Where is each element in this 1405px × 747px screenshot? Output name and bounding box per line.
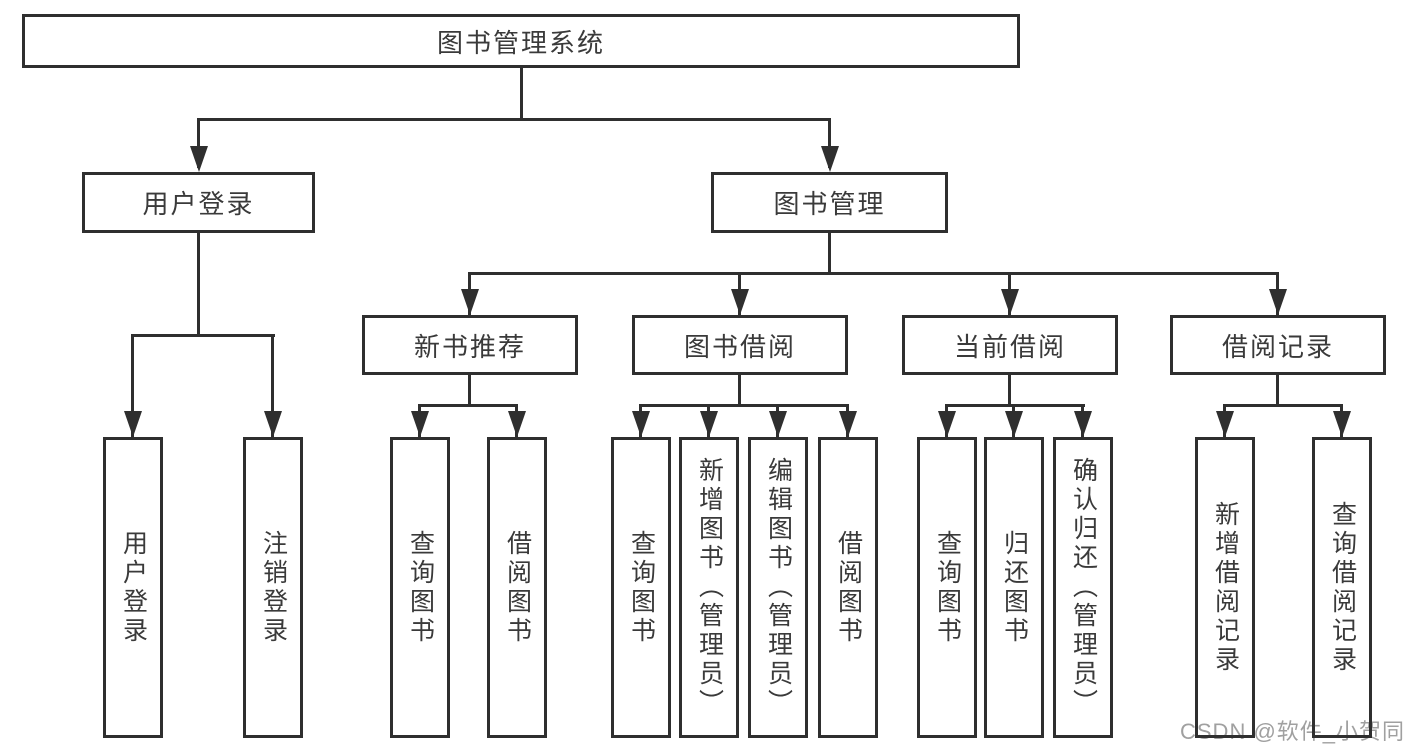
node-new-book-recommendation: 新书推荐 (362, 315, 578, 375)
leaf-add-books-admin: 新增图书（管理员） (679, 437, 739, 738)
arrow-down-icon (731, 289, 749, 315)
leaf-return-books: 归还图书 (984, 437, 1044, 738)
arrow-down-icon (264, 411, 282, 437)
connector-vline (131, 334, 134, 437)
leaf-logout: 注销登录 (243, 437, 303, 738)
arrow-down-icon (839, 411, 857, 437)
node-book-management: 图书管理 (711, 172, 948, 233)
arrow-down-icon (769, 411, 787, 437)
node-book-borrowing: 图书借阅 (632, 315, 848, 375)
connector-hline (945, 404, 1085, 407)
leaf-label: 查询图书 (933, 529, 962, 646)
node-library-management-system: 图书管理系统 (22, 14, 1020, 68)
node-label: 图书借阅 (683, 331, 796, 362)
leaf-query-books: 查询图书 (611, 437, 671, 738)
arrow-down-icon (1074, 411, 1092, 437)
connector-vline (1276, 375, 1279, 407)
node-label: 借阅记录 (1221, 331, 1334, 362)
leaf-label: 新增图书（管理员） (695, 457, 724, 718)
connector-vline (1008, 375, 1011, 407)
connector-hline (468, 272, 1279, 275)
leaf-confirm-return-admin: 确认归还（管理员） (1053, 437, 1113, 738)
node-label: 用户登录 (142, 189, 255, 219)
node-user-login: 用户登录 (82, 172, 315, 233)
connector-hline (639, 404, 849, 407)
connector-vline (520, 68, 523, 121)
connector-vline (197, 233, 200, 337)
connector-hline (1223, 404, 1343, 407)
arrow-down-icon (700, 411, 718, 437)
leaf-label: 注销登录 (259, 529, 288, 646)
leaf-label: 新增借阅记录 (1211, 500, 1240, 675)
arrow-down-icon (1005, 411, 1023, 437)
leaf-query-books: 查询图书 (390, 437, 450, 738)
arrow-down-icon (461, 289, 479, 315)
leaf-borrow-books: 借阅图书 (487, 437, 547, 738)
leaf-label: 查询借阅记录 (1328, 500, 1357, 675)
leaf-label: 借阅图书 (503, 529, 532, 646)
leaf-label: 编辑图书（管理员） (764, 457, 793, 718)
leaf-query-borrow-record: 查询借阅记录 (1312, 437, 1372, 738)
arrow-down-icon (124, 411, 142, 437)
arrow-down-icon (411, 411, 429, 437)
node-label: 图书管理系统 (436, 27, 605, 58)
leaf-label: 归还图书 (1000, 529, 1029, 646)
leaf-label: 查询图书 (627, 529, 656, 646)
arrow-down-icon (508, 411, 526, 437)
connector-vline (738, 375, 741, 407)
arrow-down-icon (632, 411, 650, 437)
leaf-label: 用户登录 (119, 529, 148, 646)
leaf-label: 查询图书 (406, 529, 435, 646)
connector-vline (468, 375, 471, 407)
leaf-label: 确认归还（管理员） (1069, 457, 1098, 718)
node-label: 图书管理 (773, 189, 886, 219)
node-current-borrowing: 当前借阅 (902, 315, 1118, 375)
leaf-borrow-books: 借阅图书 (818, 437, 878, 738)
connector-vline (197, 118, 200, 168)
node-borrowing-records: 借阅记录 (1170, 315, 1386, 375)
leaf-add-borrow-record: 新增借阅记录 (1195, 437, 1255, 738)
node-label: 当前借阅 (953, 331, 1066, 362)
arrow-down-icon (190, 146, 208, 172)
connector-hline (418, 404, 518, 407)
leaf-query-books: 查询图书 (917, 437, 977, 738)
connector-hline (131, 334, 275, 337)
connector-vline (828, 233, 831, 274)
connector-hline (197, 118, 831, 121)
leaf-label: 借阅图书 (834, 529, 863, 646)
csdn-watermark: CSDN @软件_小贺同学 (1180, 719, 1405, 744)
connector-vline (828, 118, 831, 168)
arrow-down-icon (1216, 411, 1234, 437)
leaf-edit-books-admin: 编辑图书（管理员） (748, 437, 808, 738)
arrow-down-icon (821, 146, 839, 172)
arrow-down-icon (1269, 289, 1287, 315)
leaf-user-login: 用户登录 (103, 437, 163, 738)
connector-vline (271, 334, 274, 437)
arrow-down-icon (1333, 411, 1351, 437)
arrow-down-icon (938, 411, 956, 437)
arrow-down-icon (1001, 289, 1019, 315)
node-label: 新书推荐 (413, 331, 526, 362)
